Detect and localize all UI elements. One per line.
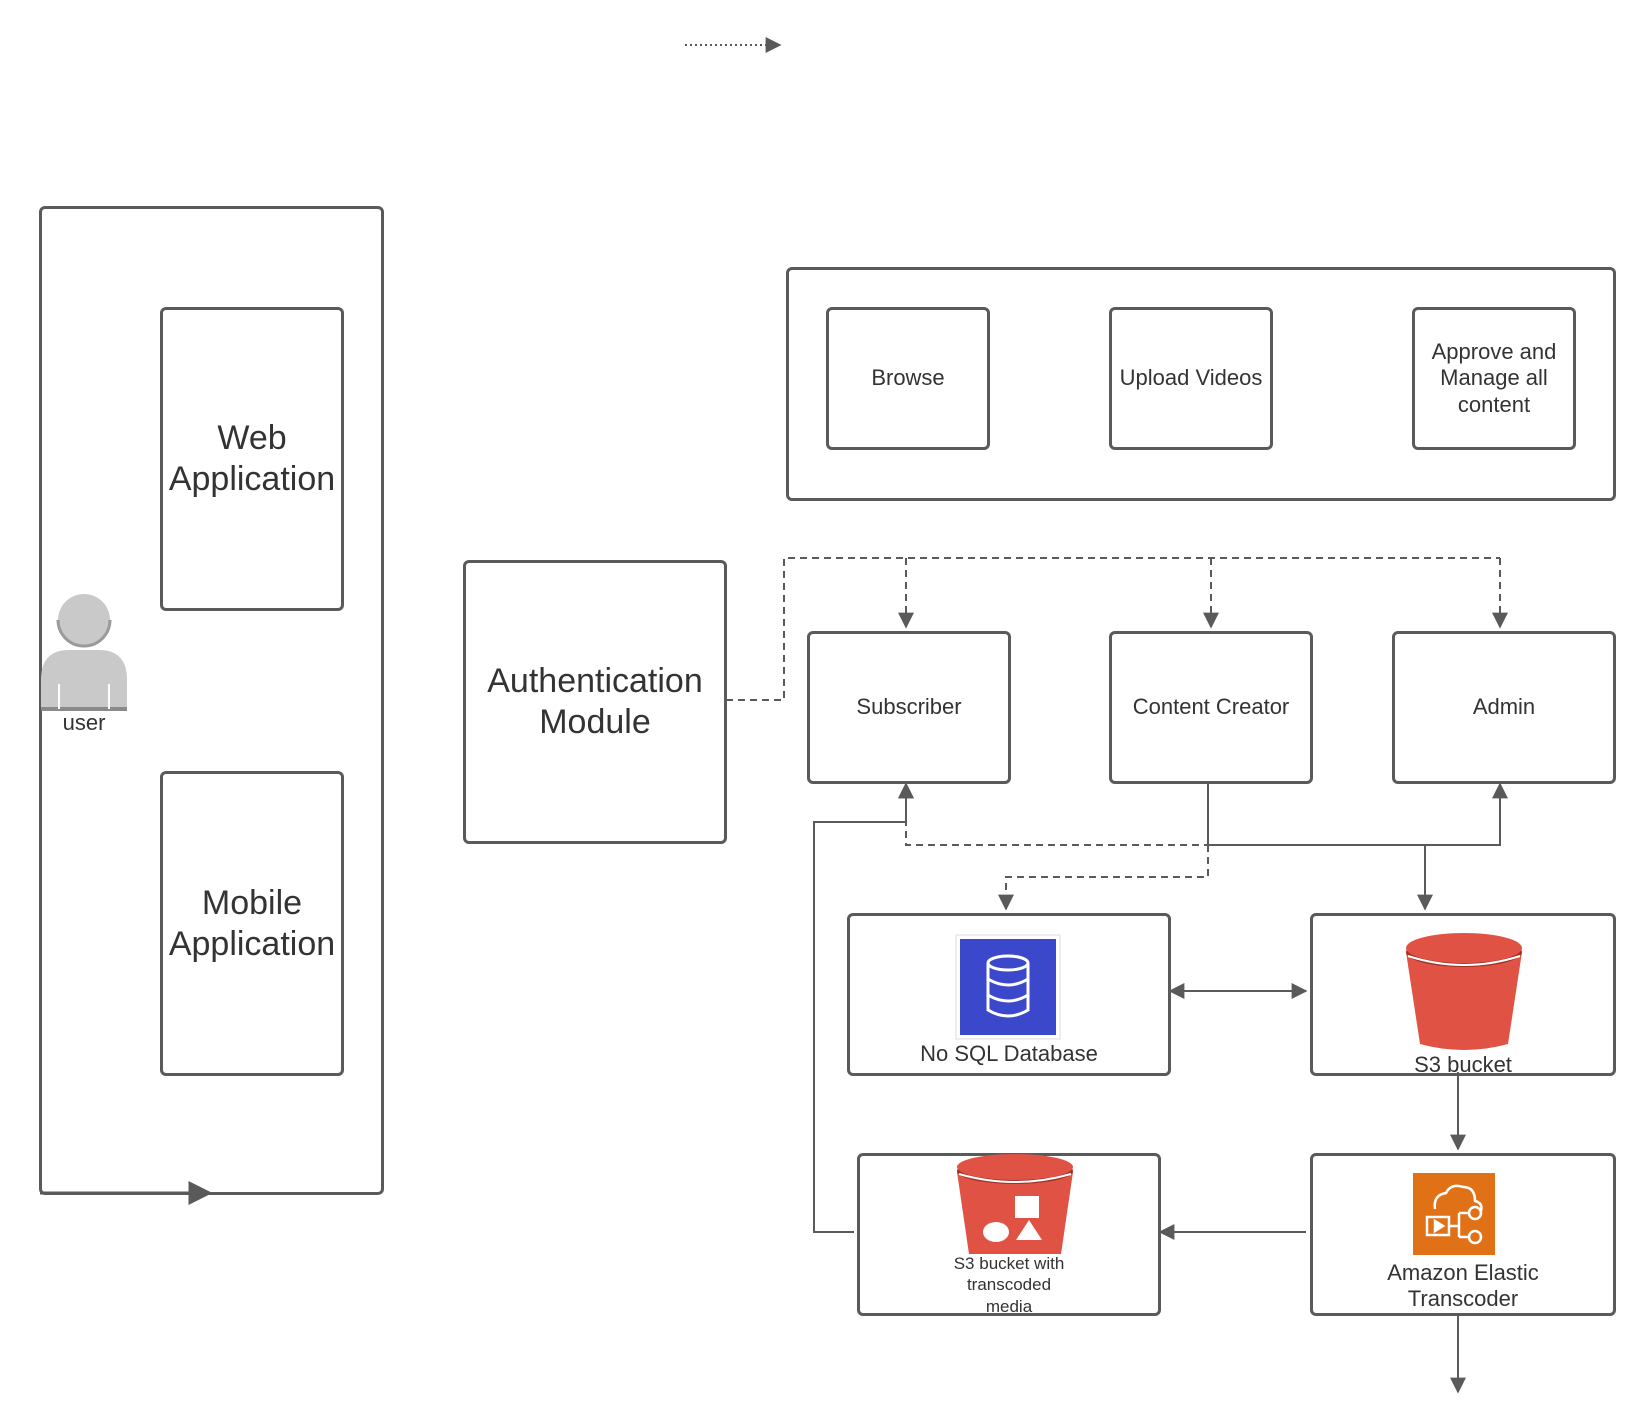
s3-bucket-icon bbox=[1406, 933, 1522, 1050]
database-icon bbox=[955, 934, 1061, 1040]
s3-transcoded-label: S3 bucket with transcoded media bbox=[953, 1254, 1065, 1316]
user-icon bbox=[41, 594, 127, 711]
upload-videos-box[interactable] bbox=[1109, 307, 1273, 450]
features-container bbox=[786, 267, 1616, 501]
creator-to-admin-connector bbox=[1207, 782, 1508, 846]
web-application-box[interactable] bbox=[160, 307, 344, 611]
media-bucket-to-subscriber-arrow bbox=[813, 782, 914, 1233]
upload-videos-label: Upload Videos bbox=[1119, 365, 1263, 391]
admin-box[interactable] bbox=[1392, 631, 1616, 784]
s3-bucket-label: S3 bucket bbox=[1414, 1051, 1512, 1077]
elastic-transcoder-box[interactable] bbox=[1310, 1153, 1616, 1316]
web-application-label: Web Application bbox=[168, 419, 336, 498]
nosql-database-box[interactable] bbox=[847, 913, 1171, 1076]
mobile-application-box[interactable] bbox=[160, 771, 344, 1076]
nosql-database-label: No SQL Database bbox=[920, 1040, 1098, 1066]
content-creator-label: Content Creator bbox=[1132, 694, 1290, 720]
browse-box[interactable] bbox=[826, 307, 990, 450]
subscriber-label: Subscriber bbox=[856, 694, 962, 720]
browse-label: Browse bbox=[871, 365, 945, 391]
approve-manage-label: Approve and Manage all content bbox=[1431, 338, 1557, 417]
approve-manage-box[interactable] bbox=[1412, 307, 1576, 450]
content-creator-box[interactable] bbox=[1109, 631, 1313, 784]
s3-media-bucket-icon bbox=[957, 1154, 1073, 1254]
mobile-application-label: Mobile Application bbox=[168, 883, 336, 963]
auth-to-roles-connector bbox=[726, 557, 1500, 701]
elastic-transcoder-icon bbox=[1413, 1173, 1495, 1255]
creator-to-subscriber-connector bbox=[898, 782, 1209, 846]
elastic-transcoder-label: Amazon Elastic Transcoder bbox=[1387, 1259, 1539, 1311]
creator-to-nosql-arrow bbox=[998, 845, 1209, 911]
user-label: user bbox=[62, 709, 106, 735]
authentication-module-box[interactable] bbox=[463, 560, 727, 844]
client-container bbox=[39, 206, 384, 1195]
authentication-module-label: Authentication Module bbox=[487, 662, 703, 741]
admin-label: Admin bbox=[1472, 694, 1536, 720]
subscriber-box[interactable] bbox=[807, 631, 1011, 784]
s3-bucket-box[interactable] bbox=[1310, 913, 1616, 1076]
